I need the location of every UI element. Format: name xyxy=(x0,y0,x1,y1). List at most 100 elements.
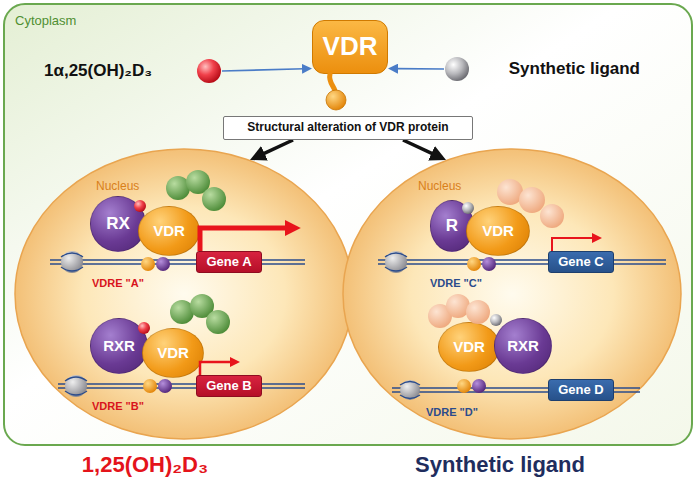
rxr-protein: RXR xyxy=(90,318,148,374)
protein-label: R xyxy=(446,216,458,236)
nucleosome-wrap xyxy=(61,253,83,271)
protein-label: RXR xyxy=(507,337,539,354)
label-box: Synthetic ligand xyxy=(380,452,620,477)
ligand-sphere xyxy=(197,59,221,83)
dna-strand xyxy=(378,260,666,264)
protein-label: VDR xyxy=(453,338,485,355)
cytoplasm-region: Cytoplasm 1α,25(OH)₂D₃ VDR Synthetic ligand… xyxy=(3,3,693,446)
vdr-protein: VDR xyxy=(466,206,530,256)
label-box: VDRE "B" xyxy=(92,396,182,414)
arrow-connector xyxy=(222,69,304,71)
protein-label: RX xyxy=(106,214,130,234)
vdr-protein: VDR xyxy=(138,206,200,256)
transcription-arrow xyxy=(200,362,232,375)
label-box: VDRE "C" xyxy=(430,273,520,291)
vdre-label: VDRE "B" xyxy=(92,400,144,413)
ligand-sphere xyxy=(196,58,222,84)
transcription-arrow xyxy=(552,238,594,251)
box-label: Structural alteration of VDR protein xyxy=(247,121,448,135)
nucleus: NucleusRX VDR Gene A RXR VDR Gene B xyxy=(14,148,354,440)
gene-label: Gene C xyxy=(558,255,604,270)
dna-binding-domain xyxy=(482,257,496,271)
panel-caption: 1,25(OH)₂D₃ xyxy=(82,452,208,477)
transcription-arrow xyxy=(200,228,288,251)
ligand-sphere xyxy=(490,314,502,326)
label-box: VDRE "D" xyxy=(426,402,516,420)
coactivator xyxy=(186,170,210,194)
vdr-protein: VDR xyxy=(312,20,388,74)
dna-binding-domain xyxy=(472,379,486,393)
coactivator xyxy=(540,204,564,228)
gene-box: Gene B xyxy=(196,375,262,397)
nucleosome xyxy=(385,251,407,273)
nucleus: NucleusR VDR Gene C VDR RXR Gene D xyxy=(342,148,682,440)
dna-binding-domain xyxy=(156,257,170,271)
protein-label: VDR xyxy=(153,222,185,239)
ligand-sphere xyxy=(462,202,474,214)
protein-label: RXR xyxy=(103,337,135,354)
coactivator xyxy=(519,187,545,213)
label-box: 1,25(OH)₂D₃ xyxy=(30,452,260,477)
coactivator xyxy=(202,187,226,211)
gene-label: Gene D xyxy=(558,383,604,398)
gene-box: Gene C xyxy=(548,251,614,273)
vdre-label: VDRE "D" xyxy=(426,406,478,419)
arrow-connector xyxy=(403,140,434,155)
nucleus-shape xyxy=(343,149,681,439)
ligand-sphere xyxy=(444,56,470,82)
ligand: Synthetic ligand xyxy=(444,54,640,84)
coactivator xyxy=(190,294,214,318)
dna-binding-domain xyxy=(457,379,471,393)
nucleosome xyxy=(65,375,87,397)
protein-label: VDR xyxy=(482,222,514,239)
dna-binding-domain xyxy=(467,257,481,271)
coactivator xyxy=(170,300,194,324)
region-label: Nucleus xyxy=(96,180,139,194)
nucleosome-wrap xyxy=(385,253,407,271)
protein-label: VDR xyxy=(323,32,378,62)
coactivator xyxy=(428,304,452,328)
process-box: Structural alteration of VDR protein xyxy=(223,116,473,140)
vdr-hinge xyxy=(330,74,335,91)
nucleosome-wrap xyxy=(65,377,87,395)
rxr-protein: RX xyxy=(90,196,146,252)
nucleus-shape xyxy=(15,149,353,439)
coactivator xyxy=(206,310,230,334)
vdr-protein: VDR xyxy=(142,328,204,378)
ligand-sphere xyxy=(138,322,150,334)
dna-binding-domain xyxy=(141,257,155,271)
nucleus-outline xyxy=(14,148,354,440)
dna-binding-domain xyxy=(158,379,172,393)
region-label: Cytoplasm xyxy=(15,14,76,29)
ligand-sphere xyxy=(445,57,469,81)
coactivator xyxy=(446,294,470,318)
rxr-protein: RXR xyxy=(494,318,552,374)
dna-strand xyxy=(50,260,305,264)
vdr-protein: VDR xyxy=(438,322,500,372)
arrow-connector xyxy=(262,140,293,155)
vdre-label: VDRE "A" xyxy=(92,277,144,290)
dna-binding-domain xyxy=(143,379,157,393)
coactivator xyxy=(466,300,490,324)
nucleosome-wrap xyxy=(400,382,420,399)
panel-caption: Synthetic ligand xyxy=(415,452,585,477)
nucleosome xyxy=(400,380,420,400)
nucleosome xyxy=(61,251,83,273)
protein-label: VDR xyxy=(157,344,189,361)
ligand-sphere xyxy=(134,200,146,212)
gene-box: Gene D xyxy=(548,379,614,401)
nucleus-outline xyxy=(342,148,682,440)
dna-strand xyxy=(58,384,305,388)
gene-box: Gene A xyxy=(196,251,262,273)
gene-label: Gene A xyxy=(206,255,251,270)
arrow-connector xyxy=(396,68,444,70)
vdre-label: VDRE "C" xyxy=(430,277,482,290)
region-label: Nucleus xyxy=(418,180,461,194)
dna-binding-domain xyxy=(326,90,346,110)
coactivator xyxy=(166,176,190,200)
label-box: VDRE "A" xyxy=(92,273,182,291)
ligand-label: Synthetic ligand xyxy=(509,59,640,79)
ligand: 1α,25(OH)₂D₃ xyxy=(44,56,222,86)
gene-label: Gene B xyxy=(206,379,252,394)
